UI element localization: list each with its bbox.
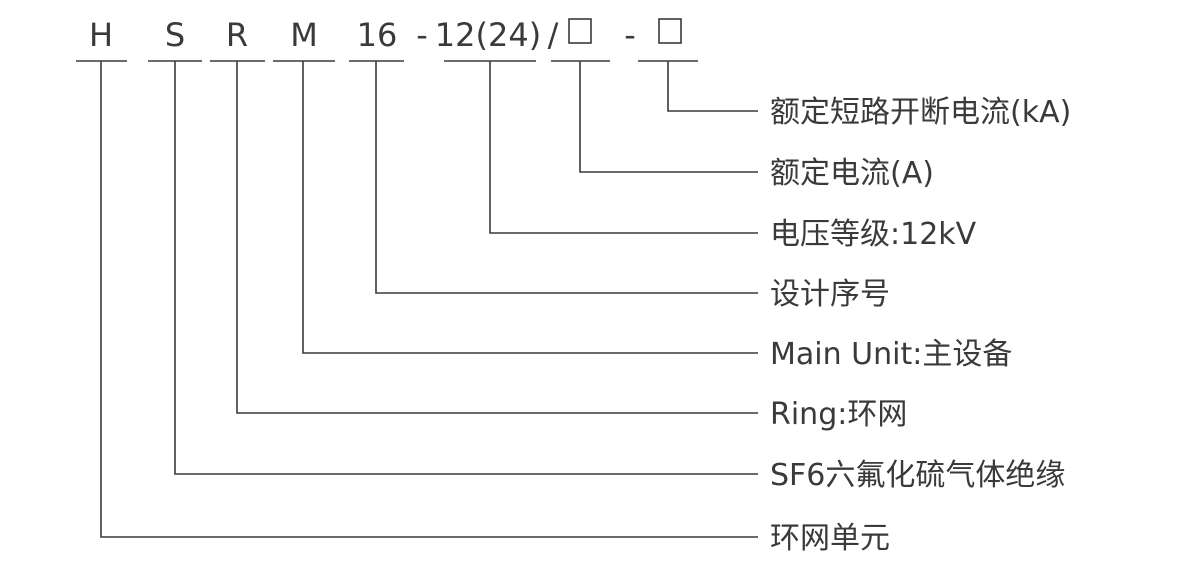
label-rated-current: 额定电流(A)	[770, 156, 934, 191]
leader-line-main-unit	[302, 61, 758, 354]
label-voltage-level: 电压等级:12kV	[770, 217, 977, 252]
label-sf6-gas-insulated: SF6六氟化硫气体绝缘	[770, 458, 1065, 493]
code-separator-dash-1: -	[416, 16, 428, 54]
description-labels: 额定短路开断电流(kA) 额定电流(A) 电压等级:12kV 设计序号 Main…	[770, 95, 1071, 556]
placeholder-box-current	[568, 18, 592, 44]
leader-line-ring-main-unit	[100, 61, 758, 538]
leader-line-breaking-current	[667, 61, 758, 112]
code-segment-voltage: 12(24)	[435, 16, 541, 54]
model-code-row: H S R M 16 - 12(24) / -	[89, 16, 682, 54]
label-rated-short-circuit-breaking-current: 额定短路开断电流(kA)	[770, 95, 1071, 130]
label-ring: Ring:环网	[770, 397, 907, 432]
placeholder-box-breaking-current	[658, 18, 682, 44]
code-separator-slash: /	[548, 16, 559, 54]
label-design-number: 设计序号	[770, 277, 890, 312]
leader-line-voltage-level	[489, 61, 758, 234]
code-segment-s: S	[165, 16, 185, 54]
label-main-unit: Main Unit:主设备	[770, 337, 1012, 372]
label-ring-main-unit: 环网单元	[770, 521, 890, 556]
leader-line-rated-current	[579, 61, 758, 173]
leader-line-sf6	[174, 61, 758, 475]
code-segment-r: R	[226, 16, 248, 54]
code-segment-design-number: 16	[357, 16, 398, 54]
leader-line-design-number	[375, 61, 758, 294]
leader-line-ring	[236, 61, 758, 414]
code-separator-dash-2: -	[624, 16, 636, 54]
code-segment-m: M	[290, 16, 318, 54]
leader-lines	[100, 61, 758, 538]
code-segment-h: H	[89, 16, 113, 54]
